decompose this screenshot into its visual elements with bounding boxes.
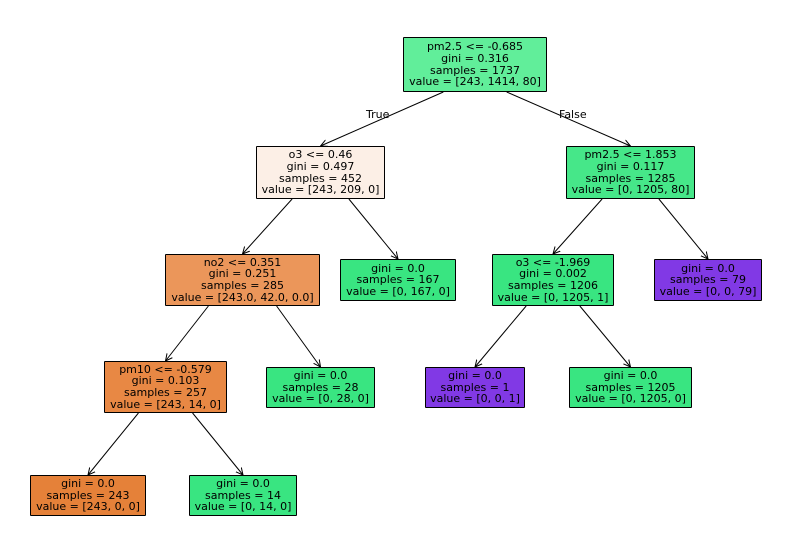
tree-node-line: value = [0, 0, 1] — [430, 392, 520, 406]
tree-node-line: value = [0, 0, 79] — [659, 284, 757, 298]
tree-node-line: gini = 0.0 — [293, 369, 348, 383]
tree-node-line: samples = 79 — [670, 273, 746, 287]
tree-node-line: value = [243, 1414, 80] — [409, 75, 541, 89]
tree-node-line: value = [0, 167, 0] — [346, 284, 450, 298]
tree-node-line: value = [243, 209, 0] — [261, 183, 380, 197]
tree-node-line: samples = 257 — [124, 386, 207, 399]
tree-edge — [348, 198, 398, 259]
tree-node-line: gini = 0.002 — [519, 267, 587, 281]
tree-node-line: value = [243.0, 42.0, 0.0] — [171, 290, 314, 304]
tree-node-line: value = [0, 28, 0] — [272, 392, 369, 406]
tree-node-line: value = [0, 14, 0] — [194, 500, 292, 514]
tree-edge — [88, 412, 139, 475]
tree-node-line: gini = 0.0 — [681, 261, 735, 275]
tree-node-line: gini = 0.103 — [131, 374, 200, 388]
tree-node-line: samples = 14 — [205, 488, 281, 502]
tree-edge — [276, 305, 321, 367]
tree-edge — [506, 91, 631, 146]
tree-node-line: value = [0, 1205, 0] — [575, 392, 686, 406]
tree-edge — [553, 198, 603, 254]
tree-node-line: gini = 0.251 — [208, 267, 277, 281]
tree-node-line: pm2.5 <= 1.853 — [584, 148, 677, 162]
tree-node-line: gini = 0.497 — [286, 159, 355, 173]
tree-node-line: samples = 1206 — [508, 279, 598, 292]
tree-node-line: samples = 1 — [440, 380, 510, 394]
tree-node-line: samples = 167 — [356, 273, 440, 287]
tree-node-line: gini = 0.117 — [596, 159, 665, 173]
tree-edge — [321, 91, 444, 146]
tree-edge — [658, 198, 708, 259]
tree-node-line: value = [243, 14, 0] — [110, 397, 221, 411]
tree-node-line: gini = 0.0 — [371, 261, 425, 275]
tree-node-line: samples = 1205 — [585, 380, 676, 394]
tree-node-line: samples = 285 — [201, 279, 284, 292]
tree-edge — [243, 198, 293, 254]
tree-node-line: value = [243, 0, 0] — [36, 500, 140, 514]
tree-edges — [88, 91, 708, 475]
tree-edge — [166, 305, 209, 361]
tree-node-line: samples = 452 — [279, 171, 362, 185]
tree-edge — [579, 305, 631, 367]
tree-node-line: gini = 0.316 — [441, 51, 509, 65]
tree-node-line: gini = 0.0 — [603, 369, 658, 383]
tree-node-line: pm2.5 <= -0.685 — [426, 40, 524, 54]
tree-node-line: o3 <= 0.46 — [288, 148, 353, 162]
tree-node-line: no2 <= 0.351 — [203, 255, 282, 269]
tree-edge — [475, 305, 527, 367]
false-branch-label: False — [559, 108, 587, 121]
tree-node-line: gini = 0.0 — [448, 369, 502, 383]
tree-node-line: samples = 1737 — [430, 63, 520, 77]
tree-node-line: samples = 28 — [282, 380, 359, 394]
true-branch-label: True — [366, 108, 390, 121]
tree-node-line: gini = 0.0 — [216, 477, 270, 491]
tree-node-line: samples = 1285 — [585, 171, 676, 185]
tree-node-line: gini = 0.0 — [61, 477, 115, 491]
tree-edge — [192, 412, 243, 475]
tree-node-line: pm10 <= -0.579 — [119, 362, 212, 376]
tree-node-line: value = [0, 1205, 1] — [497, 290, 609, 304]
tree-node-line: samples = 243 — [46, 488, 130, 502]
tree-node-line: o3 <= -1.969 — [515, 255, 591, 269]
tree-node-line: value = [0, 1205, 80] — [571, 183, 690, 197]
